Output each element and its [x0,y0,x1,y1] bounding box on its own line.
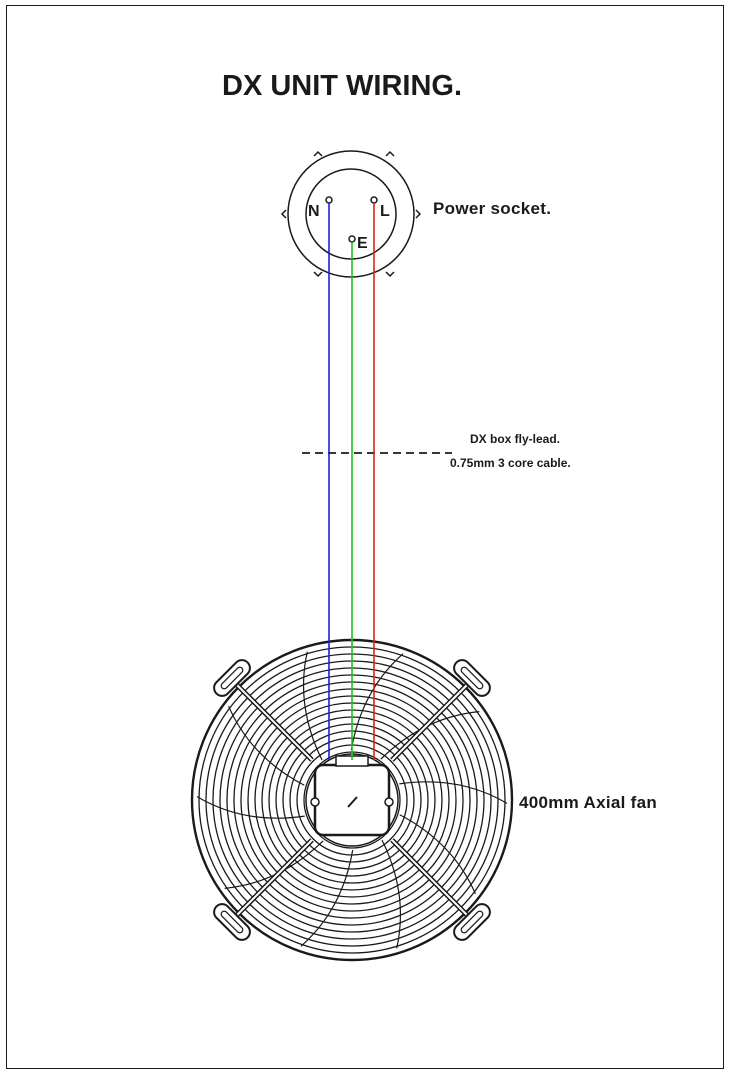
fan-support-strut-inner [233,681,313,761]
fan-guard-spoke [399,814,476,895]
terminal-box-body [313,763,391,837]
page-title: DX UNIT WIRING. [222,70,463,102]
axial-fan [190,638,514,962]
fan-guard-spoke [228,705,305,786]
fan-guard-spoke [303,651,323,761]
power-socket-label: Power socket. [433,199,552,218]
drawing-border [6,5,724,1069]
neutral-terminal [325,196,333,204]
motor-terminal-box [305,753,399,847]
power-socket [280,150,422,278]
earth-terminal [348,235,356,243]
cable-label-line2: 0.75mm 3 core cable. [450,456,571,470]
fan-guard-spoke [300,849,354,947]
mounting-foot-outline [453,903,491,941]
mounting-foot-slot [460,910,484,934]
fan-mounting-foot [453,659,491,697]
mounting-foot-outline [213,659,251,697]
fan-guard-spoke [381,839,401,949]
mounting-foot-outline [453,659,491,697]
fan-support-strut-inner [391,839,471,919]
fan-mounting-feet [213,659,491,941]
mounting-foot-outline [213,903,251,941]
mounting-foot-slot [220,666,244,690]
fan-mounting-foot [213,659,251,697]
fan-guard-spoke [196,796,305,819]
fan-guard-spoke [399,781,508,804]
fan-guard-spoke [350,653,404,751]
terminal-box-mark [347,796,358,808]
neutral-terminal-label: N [308,203,320,220]
terminal-box-screw [384,797,394,807]
axial-fan-label: 400mm Axial fan [519,793,658,812]
fan-guard-rings [190,638,514,962]
earth-terminal-label: E [357,235,368,252]
live-terminal-label: L [380,203,390,220]
live-terminal [370,196,378,204]
fan-mounting-foot [213,903,251,941]
fan-mounting-foot [453,903,491,941]
fan-guard-spokes [196,651,508,949]
fan-support-strut-inner [233,839,313,919]
mounting-foot-slot [220,910,244,934]
terminal-box-screw [310,797,320,807]
cable-label-line1: DX box fly-lead. [470,432,561,446]
fan-support-strut-inner [391,681,471,761]
mounting-foot-slot [460,666,484,690]
